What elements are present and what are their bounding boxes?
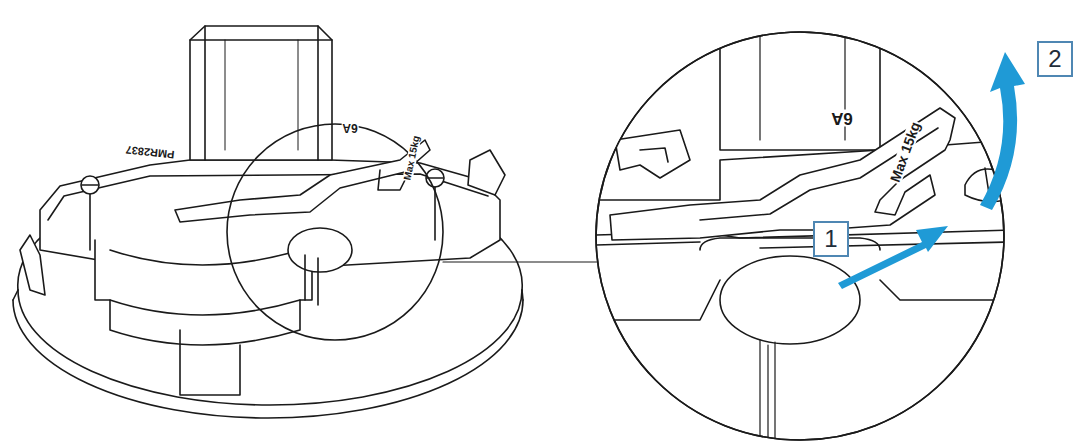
callout-box: 2 — [1037, 41, 1073, 77]
callout-number: 1 — [824, 227, 837, 251]
part-marking: Max 15kg — [402, 134, 422, 182]
part-marking: Max 15kg — [887, 119, 922, 185]
callout-number: 2 — [1048, 47, 1061, 71]
callout-box: 1 — [813, 221, 849, 257]
part-marking: PMR2837 — [124, 144, 176, 160]
part-marking: 6A — [830, 110, 854, 127]
part-marking: 6A — [341, 122, 358, 134]
